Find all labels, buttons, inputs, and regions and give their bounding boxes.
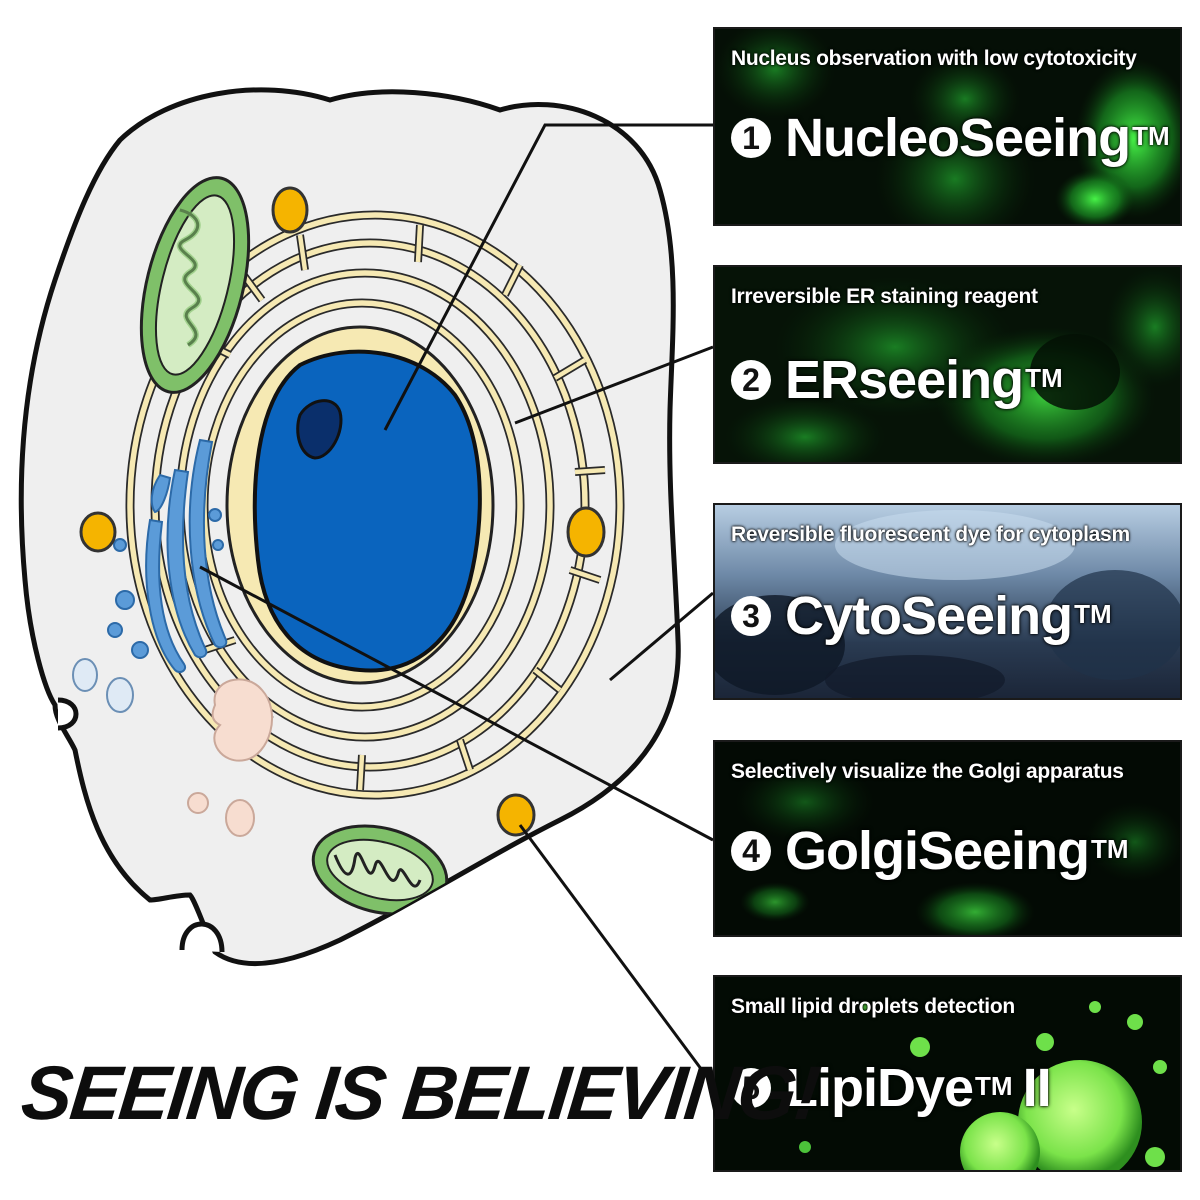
slogan: SEEING IS BELIEVING! xyxy=(17,1051,823,1136)
vesicles xyxy=(72,658,134,713)
panel-nucleoseeing: Nucleus observation with low cytotoxicit… xyxy=(713,27,1182,226)
leader-lines xyxy=(199,123,715,1086)
mitochondrion-bottom xyxy=(311,824,449,916)
trademark: TM xyxy=(1025,362,1063,393)
product-suffix: II xyxy=(1022,1058,1052,1118)
product-name: NucleoSeeing xyxy=(785,108,1131,168)
small-vesicle xyxy=(225,799,255,837)
mitochondrion-top xyxy=(139,176,251,394)
lipid-droplets xyxy=(79,186,606,837)
nucleolus xyxy=(296,399,343,460)
panel-subtitle: Nucleus observation with low cytotoxicit… xyxy=(731,47,1137,70)
product-name: ERseeing xyxy=(785,350,1024,410)
nucleus xyxy=(252,349,482,673)
trademark: TM xyxy=(975,1070,1013,1101)
membrane-notch xyxy=(57,697,79,731)
panel-cytoseeing: Reversible fluorescent dye for cytoplasm… xyxy=(713,503,1182,700)
product-name: GolgiSeeing xyxy=(785,821,1090,881)
membrane-notch xyxy=(179,921,225,953)
number-badge: 5 xyxy=(731,1068,771,1108)
leader-line-2 xyxy=(514,345,714,425)
trademark: TM xyxy=(1091,833,1129,864)
number-badge: 1 xyxy=(731,118,771,158)
panel-subtitle: Small lipid droplets detection xyxy=(731,995,1015,1018)
leader-line-5 xyxy=(518,824,715,1086)
panel-lipidye: Small lipid droplets detection 5 LipiDye… xyxy=(713,975,1182,1172)
small-vesicle xyxy=(187,792,209,814)
panel-subtitle: Irreversible ER staining reagent xyxy=(731,285,1038,308)
panel-erseeing: Irreversible ER staining reagent 2 ERsee… xyxy=(713,265,1182,464)
product-name: LipiDye xyxy=(785,1058,974,1118)
panel-golgiseeing: Selectively visualize the Golgi apparatu… xyxy=(713,740,1182,937)
panel-micrograph xyxy=(715,29,1180,224)
leader-line-4 xyxy=(199,565,714,842)
golgi-apparatus xyxy=(107,438,228,674)
panel-micrograph xyxy=(715,505,1180,698)
panel-micrograph xyxy=(715,977,1180,1170)
trademark: TM xyxy=(1132,120,1170,151)
product-name: CytoSeeing xyxy=(785,586,1073,646)
panel-subtitle: Reversible fluorescent dye for cytoplasm xyxy=(731,523,1130,546)
leader-line-3 xyxy=(609,591,714,682)
number-badge: 2 xyxy=(731,360,771,400)
number-badge: 4 xyxy=(731,831,771,871)
lysosome xyxy=(211,678,273,762)
panel-micrograph xyxy=(715,267,1180,462)
number-badge: 3 xyxy=(731,596,771,636)
panel-micrograph xyxy=(715,742,1180,935)
leader-line-1 xyxy=(383,123,715,431)
panel-subtitle: Selectively visualize the Golgi apparatu… xyxy=(731,760,1124,783)
trademark: TM xyxy=(1074,598,1112,629)
